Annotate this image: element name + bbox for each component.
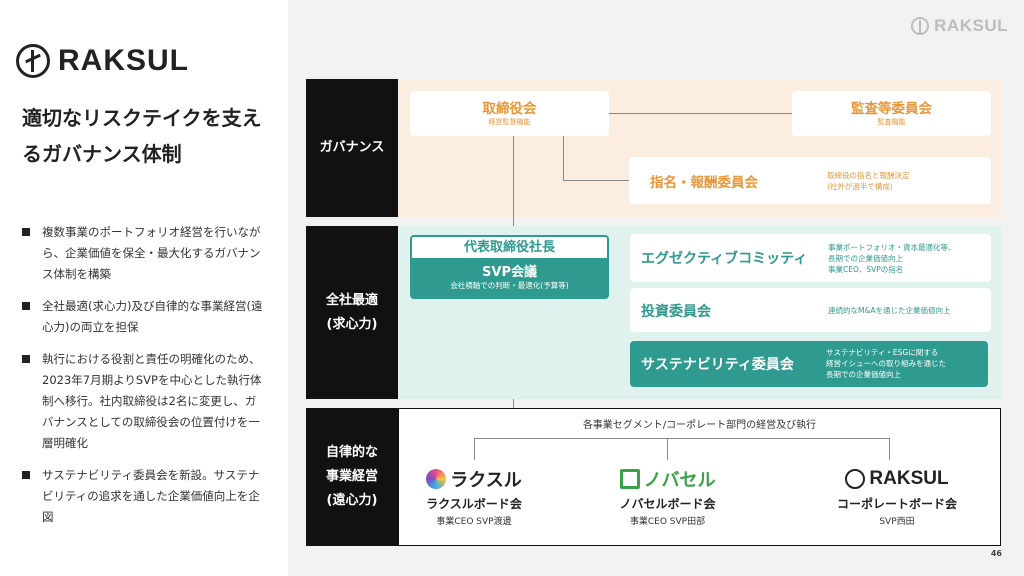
nomination-card: 指名・報酬委員会 取締役の指名と報酬決定 (社外が過半で構成) [629,157,991,204]
page-number: 46 [990,549,1002,558]
raksul-logo: RAKSUL [16,44,189,78]
novasell-board: ノバセル ノバセルボード会 事業CEO SVP田部 [600,465,735,535]
bullet-item: 執行における役割と責任の明確化のため、2023年7月期よりSVPを中心とした執行… [22,349,267,454]
corporate-board: RAKSUL コーポレートボード会 SVP西田 [822,465,972,535]
company-label: 全社最適 (求心力) [306,226,398,399]
slide-title: 適切なリスクテイクを支えるガバナンス体制 [22,106,262,166]
sustainability-card: サステナビリティ委員会 サステナビリティ・ESGに関する 経営イシューへの取り組… [630,341,988,387]
business-band [398,408,1001,546]
executive-card: エグゼクティブコミッティ 事業ポートフォリオ・資本最適化等、 長期での企業価値向… [630,234,991,282]
bullet-square-icon [22,228,30,236]
board-nomination-vline [563,136,564,181]
board-card: 取締役会 経営監督機能 [410,91,609,136]
svp-title: SVP会議 [482,265,537,280]
business-hline [474,438,890,439]
business-vline-2 [667,438,668,460]
governance-label: ガバナンス [306,79,398,217]
raksul-board: ラクスル ラクスルボード会 事業CEO SVP渡邊 [414,465,534,535]
audit-sub: 監査機能 [877,118,906,126]
board-name: ラクスルボード会 [426,497,522,511]
raksul-jp-logo: ラクスル [414,465,534,493]
logo-text: RAKSUL [58,44,189,77]
business-vline-3 [889,438,890,460]
novasell-icon [619,469,640,489]
board-members: 事業CEO SVP渡邊 [436,517,512,527]
business-vline-1 [474,438,475,460]
bullet-square-icon [22,355,30,363]
investment-title: 投資委員会 [641,304,711,320]
executive-desc: 事業ポートフォリオ・資本最適化等、 長期での企業価値向上 事業CEO、SVPの指… [828,243,956,274]
raksul-color-icon [426,469,447,489]
raksul-mark-icon [845,469,866,489]
board-members: 事業CEO SVP田部 [629,517,706,527]
board-audit-line [608,113,793,114]
bullet-square-icon [22,471,30,479]
corporate-raksul-logo: RAKSUL [822,465,972,493]
bullet-item: 複数事業のポートフォリオ経営を行いながら、企業価値を保全・最大化するガバナンス体… [22,222,267,285]
raksul-mark-small-icon [911,17,930,35]
sustainability-title: サステナビリティ委員会 [641,357,794,373]
svp-desc: 会社横軸での判断・最適化(予算等) [450,281,569,290]
sustainability-desc: サステナビリティ・ESGに関する 経営イシューへの取り組みを通じた 長期での企業… [826,348,946,379]
investment-desc: 連続的なM&Aを通じた企業価値向上 [828,306,951,315]
board-title: 取締役会 [482,101,537,117]
business-header: 各事業セグメント/コーポレート部門の経営及び執行 [582,420,817,431]
board-nomination-hline [563,180,629,181]
raksul-mark-icon [16,44,50,78]
audit-title: 監査等委員会 [851,101,932,117]
nomination-title: 指名・報酬委員会 [650,175,758,191]
audit-card: 監査等委員会 監査機能 [792,91,991,136]
bullet-item: サステナビリティ委員会を新設。サステナビリティの追求を通した企業価値向上を企図 [22,465,267,528]
bullet-list: 複数事業のポートフォリオ経営を行いながら、企業価値を保全・最大化するガバナンス体… [22,222,267,539]
ceo-svp-card: 代表取締役社長 SVP会議 会社横軸での判断・最適化(予算等) [410,235,609,299]
left-panel [0,0,288,576]
bullet-item: 全社最適(求心力)及び自律的な事業経営(遠心力)の両立を担保 [22,296,267,338]
business-label: 自律的な 事業経営 (遠心力) [306,408,398,546]
executive-title: エグゼクティブコミッティ [641,251,808,267]
novasell-logo: ノバセル [600,465,735,493]
bullet-square-icon [22,302,30,310]
nomination-desc: 取締役の指名と報酬決定 (社外が過半で構成) [827,171,910,191]
investment-card: 投資委員会 連続的なM&Aを通じた企業価値向上 [630,288,991,332]
board-sub: 経営監督機能 [488,118,531,126]
board-members: SVP西田 [879,517,915,527]
ceo-title: 代表取締役社長 [412,237,607,258]
top-logo-text: RAKSUL [934,16,1008,35]
top-right-logo: RAKSUL [911,16,1008,36]
board-name: ノバセルボード会 [619,497,716,511]
board-name: コーポレートボード会 [836,497,957,511]
